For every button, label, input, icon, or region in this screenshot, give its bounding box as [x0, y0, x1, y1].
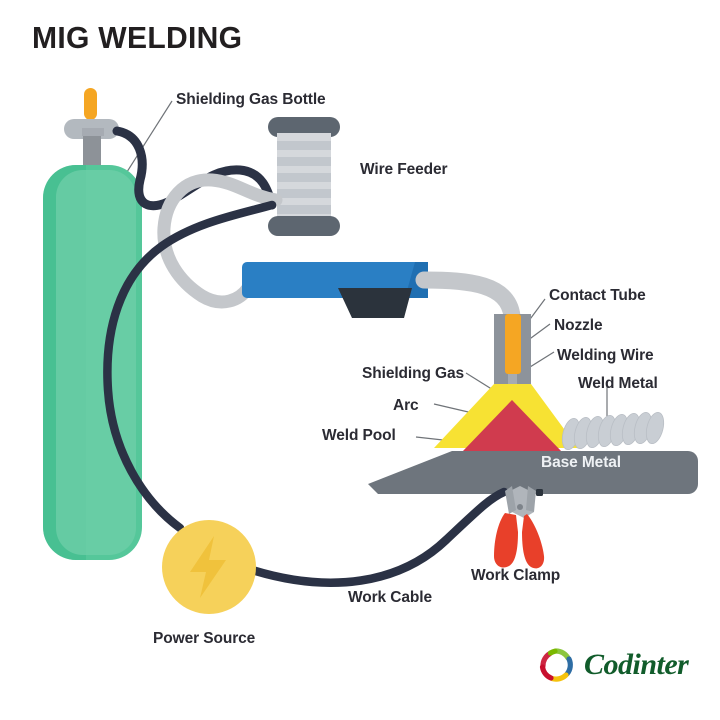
work-cable: [247, 487, 509, 587]
lightning-bolt-icon: [190, 536, 226, 598]
gun-grip: [338, 288, 412, 318]
label-base-metal: Base Metal: [541, 454, 621, 471]
label-work-clamp: Work Clamp: [471, 567, 561, 584]
label-weld-metal: Weld Metal: [578, 375, 658, 392]
clamp-screw-icon: [536, 489, 543, 496]
clamp-handle-right: [522, 514, 545, 569]
work-clamp[interactable]: [494, 486, 545, 569]
label-power-source: Power Source: [153, 630, 256, 647]
brand-name: Codinter: [584, 648, 689, 681]
brand-logo[interactable]: Codinter: [536, 645, 689, 685]
weld-metal-bead: [561, 411, 665, 451]
bottle-tip-icon: [84, 88, 97, 120]
label-weld-pool: Weld Pool: [322, 427, 396, 444]
arc-cone: [462, 400, 562, 460]
swirl-ring-logo-icon: [539, 648, 573, 682]
spool-wire-stripes: [277, 141, 331, 214]
clamp-handle-left: [494, 513, 518, 568]
clamp-rivet-icon: [517, 504, 523, 510]
wire-feeder[interactable]: [268, 117, 340, 236]
bottle-valve-shadow: [82, 128, 104, 136]
label-shielding-gas-bottle: Shielding Gas Bottle: [176, 91, 326, 108]
label-nozzle: Nozzle: [554, 317, 603, 334]
shielding-gas-bottle[interactable]: [43, 88, 142, 560]
clamp-jaw-right: [526, 486, 536, 512]
gun-supply-hose: [157, 173, 283, 309]
label-work-cable: Work Cable: [348, 589, 432, 606]
bottle-body-highlight: [56, 170, 136, 555]
label-wire-feeder: Wire Feeder: [360, 161, 448, 178]
base-metal-plate: [368, 451, 698, 494]
spool-top-flange: [268, 117, 340, 137]
power-source[interactable]: [162, 520, 256, 614]
label-welding-wire: Welding Wire: [557, 347, 654, 364]
label-shielding-gas: Shielding Gas: [362, 365, 465, 382]
power-cable-to-source: [103, 200, 277, 533]
page-title: MIG WELDING: [32, 20, 243, 55]
spool-bottom-flange: [268, 216, 340, 236]
base-metal[interactable]: [368, 451, 698, 494]
contact-tube: [505, 314, 521, 374]
clamp-jaw-left: [505, 486, 516, 514]
welding-gun[interactable]: [242, 262, 521, 325]
gun-gooseneck: [415, 271, 521, 325]
label-contact-tube: Contact Tube: [549, 287, 646, 304]
label-arc: Arc: [393, 397, 419, 414]
